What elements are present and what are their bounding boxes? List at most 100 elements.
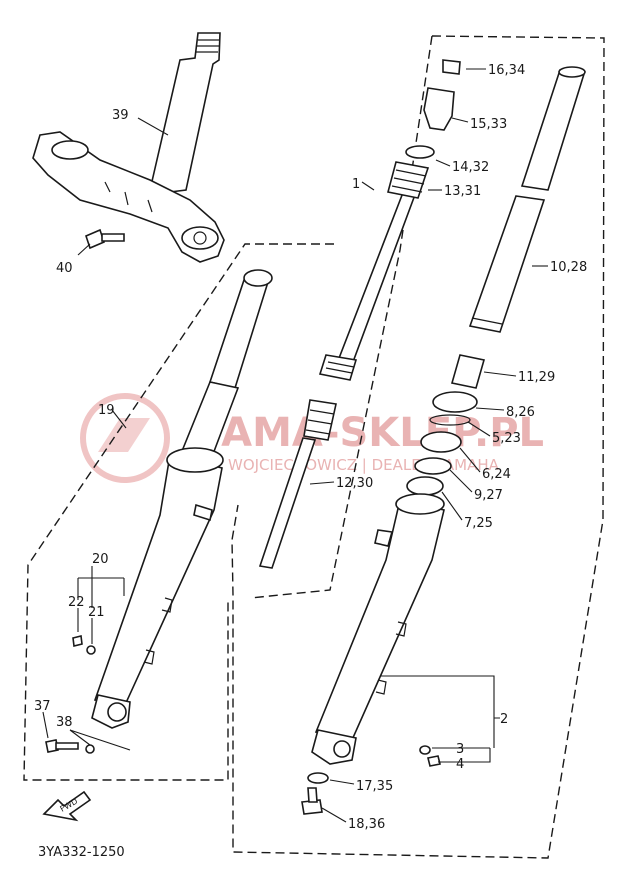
callout-22: 22 xyxy=(68,595,85,610)
callout-14-32: 14,32 xyxy=(452,160,489,175)
inner-tube-bushing xyxy=(471,317,503,325)
bracket-ribs xyxy=(104,181,153,213)
damper-rod-12 xyxy=(258,399,337,569)
bolt-37 xyxy=(45,739,59,753)
right-axle-bore xyxy=(333,740,351,758)
left-fork-lug xyxy=(193,503,213,522)
leader-40 xyxy=(77,243,91,256)
washer-38 xyxy=(85,744,95,754)
callout-5-23: 5,23 xyxy=(492,431,521,446)
callout-13-31: 13,31 xyxy=(444,184,481,199)
callout-11-29: 11,29 xyxy=(518,370,555,385)
leader-7-25 xyxy=(441,491,463,521)
gasket-17 xyxy=(307,772,329,784)
callout-12-30: 12,30 xyxy=(336,476,373,491)
plug-16 xyxy=(442,59,461,75)
inner-tube-main xyxy=(468,195,546,333)
left-tube-cap xyxy=(243,269,273,287)
leader-39 xyxy=(137,117,169,136)
callout-15-33: 15,33 xyxy=(470,117,507,132)
leader-11-29 xyxy=(483,371,517,377)
spring-lower-turns xyxy=(325,361,355,374)
damper-rod-shaft xyxy=(258,437,317,569)
left-outer-tube xyxy=(93,454,223,706)
stem-thread xyxy=(196,39,220,53)
leader-20 xyxy=(77,566,125,608)
right-outer-tube-2 xyxy=(311,493,445,765)
seal-8 xyxy=(432,391,478,413)
damper-assembly xyxy=(318,59,461,381)
callout-3: 3 xyxy=(456,742,464,757)
leader-1 xyxy=(361,181,375,191)
leader-8-26 xyxy=(475,407,505,411)
leader-19 xyxy=(111,409,127,429)
washer-9 xyxy=(414,457,452,475)
bolt-37-shank xyxy=(55,742,79,750)
callout-40: 40 xyxy=(56,261,73,276)
spring-13 xyxy=(387,161,430,199)
callout-37: 37 xyxy=(34,699,51,714)
bushing-7 xyxy=(406,476,444,496)
leader-5-23 xyxy=(467,421,491,437)
spacer-14 xyxy=(405,145,435,159)
oil-seal-6 xyxy=(420,431,462,453)
washer-3 xyxy=(419,745,431,755)
bracket-clamp-left xyxy=(51,140,89,160)
bushing-11 xyxy=(450,354,486,389)
bolt-18-shank xyxy=(307,787,318,803)
bracket-clamp-right xyxy=(181,226,219,250)
bolt-22 xyxy=(72,635,83,647)
callout-9-27: 9,27 xyxy=(474,488,503,503)
outer-tube-lug xyxy=(374,529,394,547)
bolt-4 xyxy=(427,755,441,767)
watermark-logo-mark xyxy=(98,418,150,452)
bracket-bore xyxy=(193,231,207,245)
callout-17-35: 17,35 xyxy=(356,779,393,794)
forward-arrow: FWD xyxy=(42,790,92,822)
callout-16-34: 16,34 xyxy=(488,63,525,78)
callout-18-36: 18,36 xyxy=(348,817,385,832)
callout-1: 1 xyxy=(352,177,360,192)
callout-2: 2 xyxy=(500,712,508,727)
left-fork-group-boundary xyxy=(23,243,334,781)
cap-bolt-15 xyxy=(423,87,455,131)
leader-9-27 xyxy=(449,469,473,493)
inner-tube-group-boundary xyxy=(249,35,433,599)
callout-10-28: 10,28 xyxy=(550,260,587,275)
callout-7-25: 7,25 xyxy=(464,516,493,531)
spring-13-turns xyxy=(391,169,427,193)
leader-6-24 xyxy=(459,447,481,473)
bolt-shank xyxy=(101,233,125,242)
callout-38: 38 xyxy=(56,715,73,730)
clip-5 xyxy=(429,414,471,426)
left-caliper-bosses xyxy=(143,597,173,665)
lower-bracket xyxy=(32,131,225,263)
callout-4: 4 xyxy=(456,757,464,772)
left-inner-tube-upper xyxy=(208,279,270,389)
right-inner-tube-10 xyxy=(468,66,586,333)
callout-39: 39 xyxy=(112,108,129,123)
leader-38 xyxy=(69,729,131,751)
leader-18-36 xyxy=(321,807,347,823)
steering-stem-assembly xyxy=(32,32,225,263)
leader-12-30 xyxy=(309,481,335,485)
left-axle-bore xyxy=(107,702,127,722)
damper-rod-rings xyxy=(305,409,335,435)
inner-tube-top-segment xyxy=(520,69,586,191)
left-outer-tube-top xyxy=(166,447,224,473)
callout-labels: 39 40 16,34 15,33 14,32 13,31 1 10,28 11… xyxy=(34,63,587,832)
callout-6-24: 6,24 xyxy=(482,467,511,482)
leader-37 xyxy=(42,711,49,739)
leader-15-33 xyxy=(451,117,469,123)
fork-spring-rod xyxy=(334,189,418,371)
right-fork-group-boundary xyxy=(231,35,605,859)
leader-14-32 xyxy=(435,159,451,167)
bolt-40 xyxy=(85,228,125,250)
leader-2-3-4 xyxy=(380,675,500,763)
callout-8-26: 8,26 xyxy=(506,405,535,420)
bolt-head xyxy=(85,228,105,250)
leader-21-22 xyxy=(77,608,93,644)
inner-tube-top-end xyxy=(558,66,586,78)
callout-20: 20 xyxy=(92,552,109,567)
